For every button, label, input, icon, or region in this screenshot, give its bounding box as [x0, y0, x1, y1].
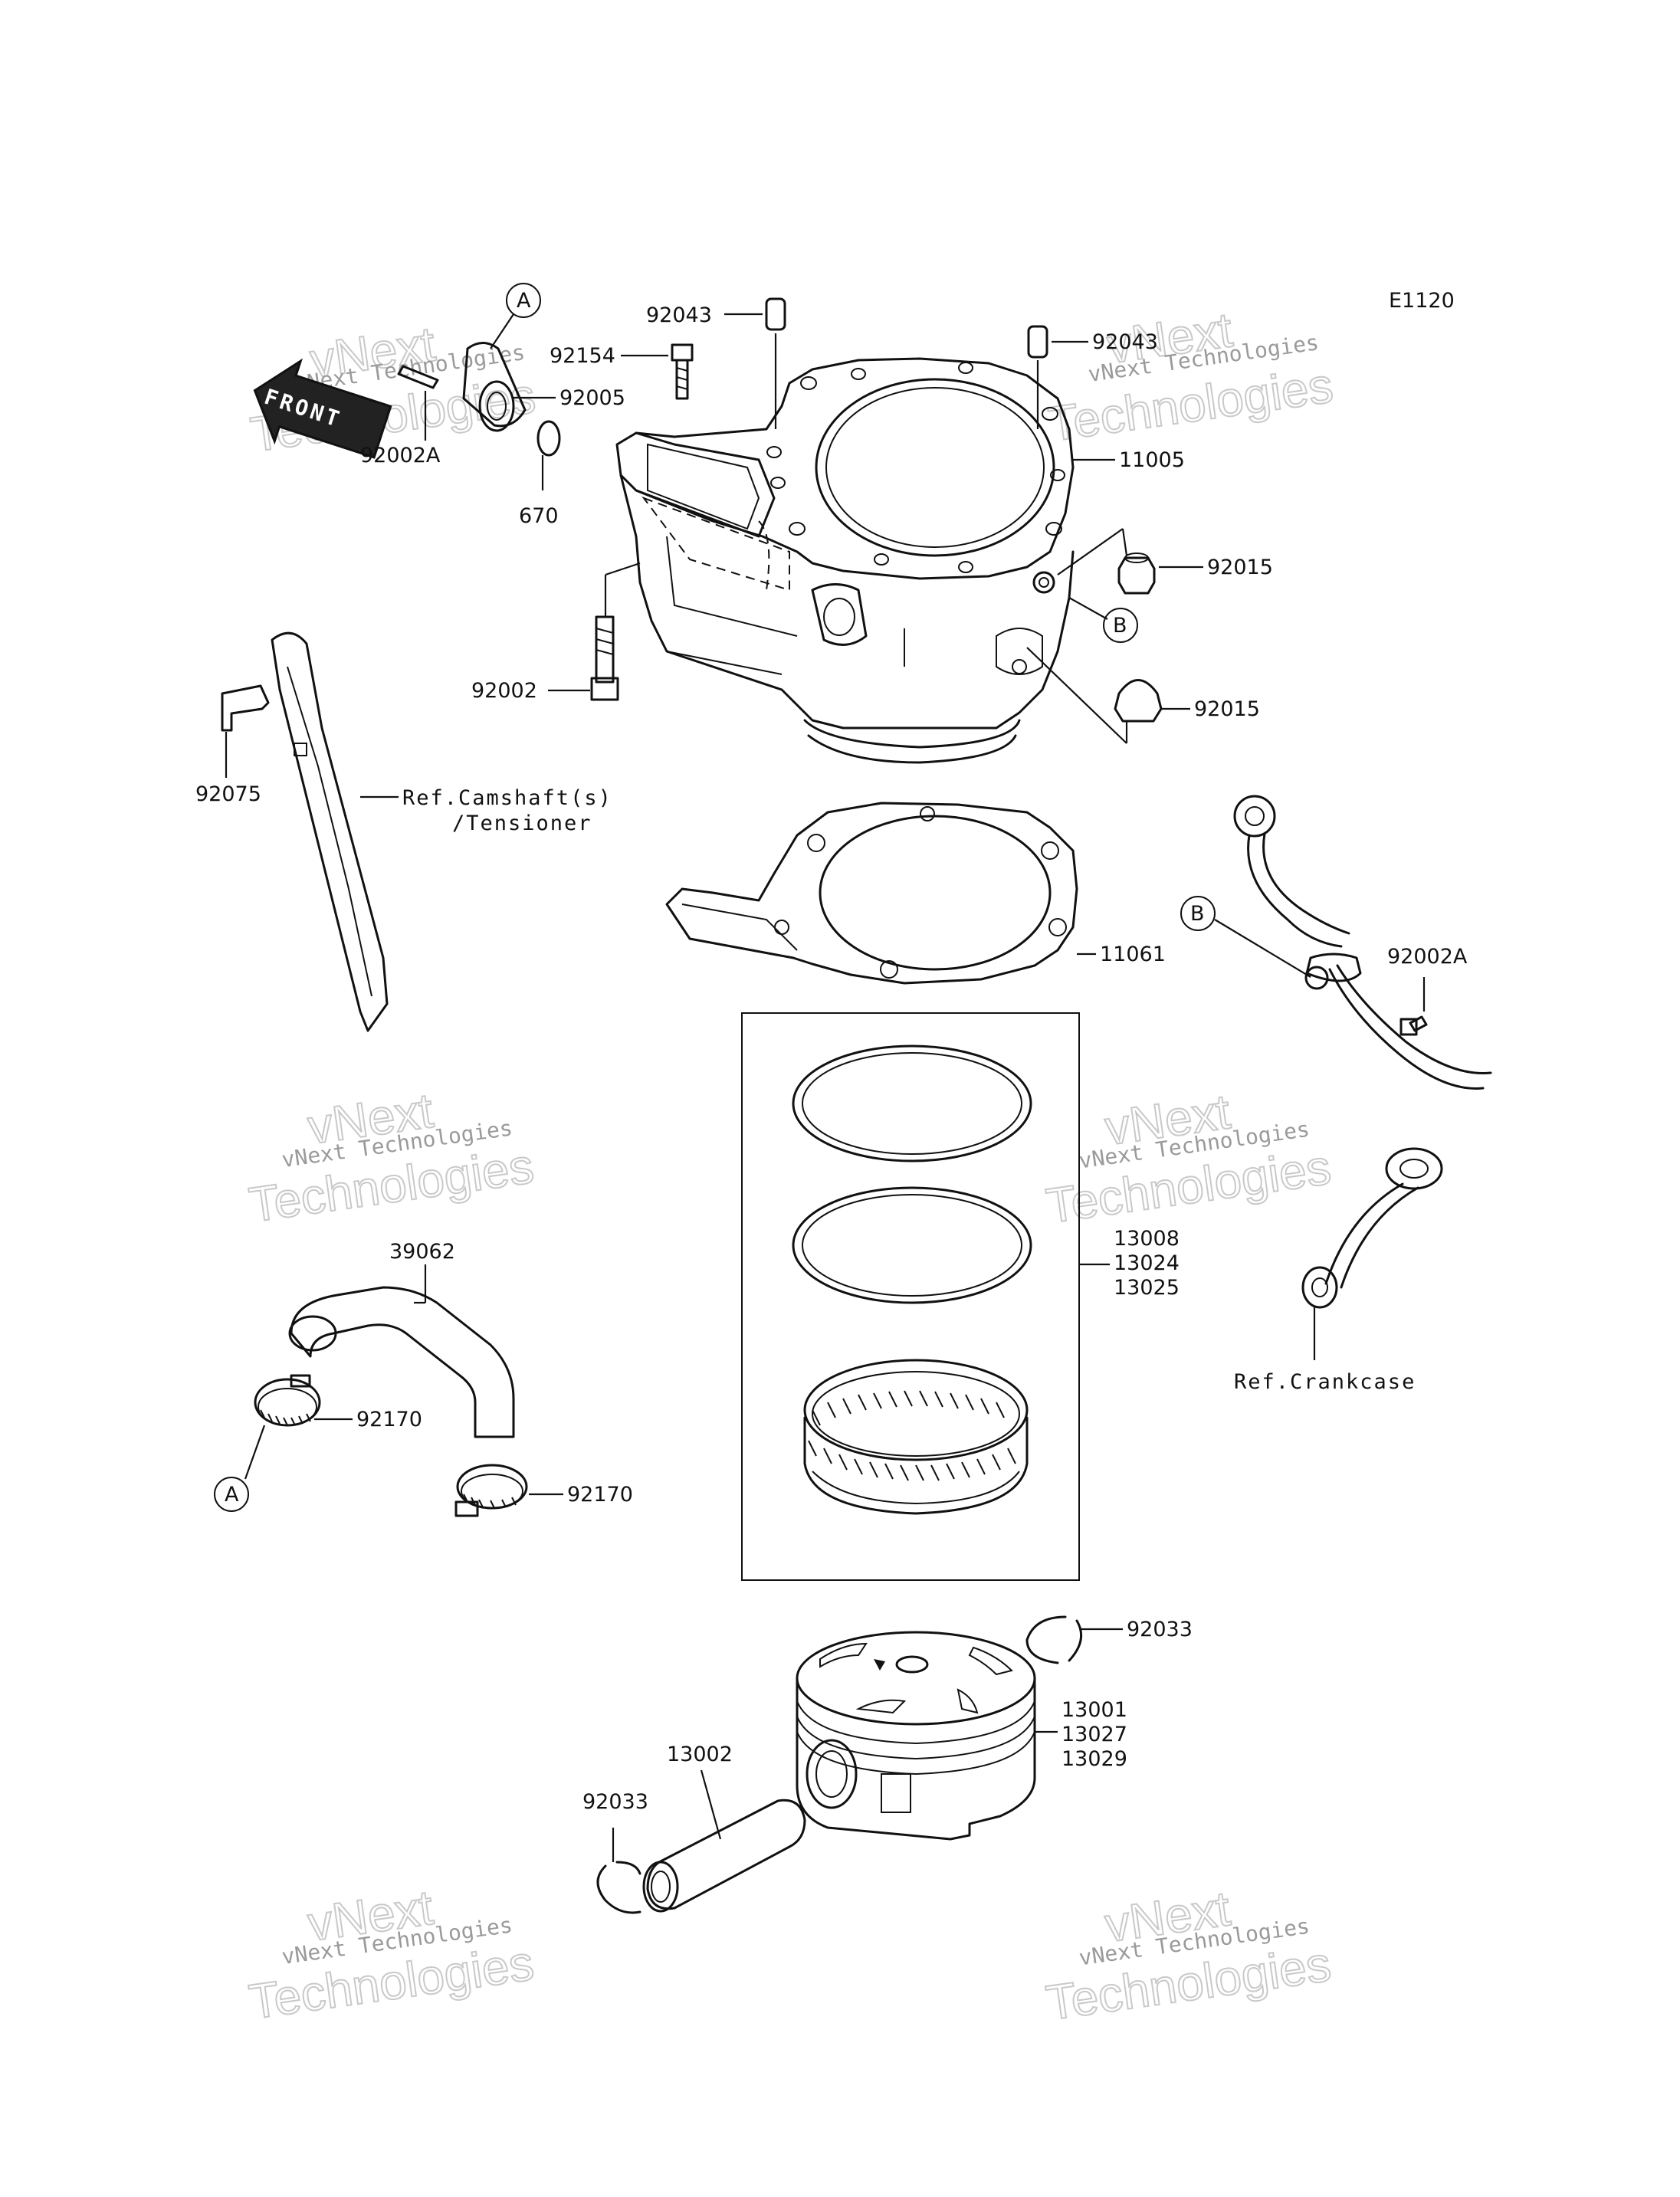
chain-guide [271, 631, 399, 1032]
svg-text:92033: 92033 [582, 1790, 648, 1814]
nut-92015-bottom: 92015 [1114, 679, 1260, 723]
callout-b-pipe: B [1180, 896, 1311, 978]
bolt-92002a-right: 92002A [1387, 945, 1468, 1036]
svg-text:13025: 13025 [1114, 1276, 1180, 1300]
bolt-92002: 92002 [471, 562, 641, 703]
svg-text:670: 670 [519, 504, 559, 528]
label-92005: 92005 [514, 386, 625, 410]
diagram-code: E1120 [1389, 289, 1455, 313]
svg-text:92002: 92002 [471, 679, 537, 703]
svg-text:11005: 11005 [1119, 448, 1185, 472]
svg-text:92154: 92154 [550, 344, 615, 368]
svg-text:B: B [1190, 902, 1205, 926]
svg-text:13027: 13027 [1061, 1723, 1127, 1746]
clip-92075: 92075 [195, 684, 270, 806]
svg-text:13029: 13029 [1061, 1747, 1127, 1771]
ref-crankcase: Ref.Crankcase [1234, 1370, 1416, 1394]
cylinder-base-gasket: 11061 [665, 802, 1166, 985]
label-670: 670 [519, 455, 559, 528]
svg-text:92005: 92005 [559, 386, 625, 410]
front-arrow: FRONT [253, 358, 392, 459]
callout-a-top: A [490, 283, 541, 349]
nut-92015-top: 92015 [1117, 553, 1273, 595]
callout-a-hose: A [214, 1425, 266, 1512]
clamp-92170-right: 92170 [454, 1464, 633, 1517]
watermark-bottom-left: vNext vNext Technologies Technologies [245, 1879, 538, 2031]
svg-text:11061: 11061 [1100, 943, 1166, 966]
svg-text:/Tensioner: /Tensioner [452, 812, 592, 835]
svg-text:13002: 13002 [667, 1743, 733, 1766]
ref-camshaft-tensioner: Ref.Camshaft(s) /Tensioner [402, 786, 612, 835]
callout-b-cylinder: B [1026, 528, 1138, 744]
svg-text:Ref.Crankcase: Ref.Crankcase [1234, 1370, 1416, 1394]
watermark-top-right: vNext vNext Technologies Technologies [1045, 301, 1337, 453]
svg-text:92015: 92015 [1207, 556, 1273, 579]
clamp-92170-left: 92170 [254, 1374, 422, 1431]
water-fitting [397, 342, 561, 457]
piston-pin-13002: 13002 [642, 1743, 806, 1913]
label-piston: 13001 13027 13029 [1061, 1698, 1127, 1771]
svg-text:92043: 92043 [1092, 330, 1158, 354]
circlip-92033-left: 92033 [582, 1790, 648, 1914]
oil-pipe [1233, 795, 1492, 1360]
label-11005: 11005 [1073, 448, 1185, 472]
svg-text:92015: 92015 [1194, 697, 1260, 721]
svg-text:13008: 13008 [1114, 1227, 1180, 1251]
piston-assembly [796, 1631, 1058, 1841]
watermark-mid-left: vNext vNext Technologies Technologies [245, 1082, 538, 1234]
svg-text:B: B [1113, 614, 1127, 638]
pin-92043-left: 92043 [646, 297, 786, 429]
svg-text:13024: 13024 [1114, 1251, 1180, 1275]
piston-rings-set [741, 1012, 1110, 1581]
hose-39062: 39062 [288, 1240, 515, 1438]
svg-text:A: A [517, 289, 531, 313]
svg-text:13001: 13001 [1061, 1698, 1127, 1722]
svg-text:92170: 92170 [567, 1483, 633, 1507]
svg-text:Ref.Camshaft(s): Ref.Camshaft(s) [402, 786, 612, 810]
cylinder-block [615, 357, 1075, 764]
label-rings: 13008 13024 13025 [1114, 1227, 1180, 1300]
svg-text:92033: 92033 [1127, 1618, 1193, 1641]
svg-text:92002A: 92002A [1387, 945, 1468, 969]
label-92002a-left: 92002A [360, 391, 441, 467]
svg-text:92075: 92075 [195, 782, 261, 806]
svg-text:92002A: 92002A [360, 444, 441, 467]
circlip-92033-right: 92033 [1025, 1615, 1193, 1664]
bolt-92154: 92154 [550, 343, 694, 400]
pin-92043-right: 92043 [1027, 325, 1158, 429]
svg-text:92170: 92170 [356, 1408, 422, 1431]
watermark-bottom-right: vNext vNext Technologies Technologies [1042, 1880, 1335, 2031]
svg-text:39062: 39062 [389, 1240, 455, 1264]
svg-text:A: A [225, 1483, 239, 1507]
svg-text:92043: 92043 [646, 303, 712, 327]
